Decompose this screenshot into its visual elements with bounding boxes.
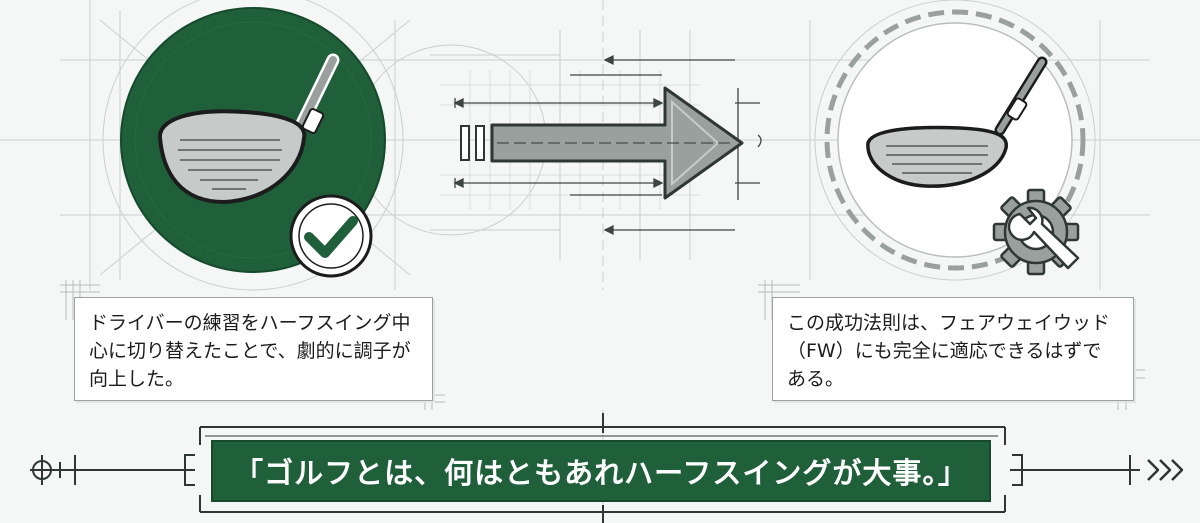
chevrons-right-icon [1147,459,1184,481]
left-description-card: ドライバーの練習をハーフスイング中心に切り替えたことで、劇的に調子が向上した。 [74,297,433,401]
right-description-text: この成功法則は、フェアウェイウッド（FW）にも完全に適応できるはずである。 [787,312,1111,390]
left-description-text: ドライバーの練習をハーフスイング中心に切り替えたことで、劇的に調子が向上した。 [89,312,411,390]
banner-frame [74,413,1140,523]
driver-club-icon [157,53,340,205]
right-description-card: この成功法則は、フェアウェイウッド（FW）にも完全に適応できるはずである。 [772,297,1134,401]
quote-banner: 「ゴルフとは、何はともあれハーフスイングが大事。」 [211,440,991,502]
checkmark-icon [289,194,373,278]
dimension-lines [453,54,762,236]
driver-badge [120,7,386,278]
fairway-wood-badge [824,9,1086,276]
gear-wrench-icon [992,188,1080,276]
fairway-wood-club-icon [866,56,1048,188]
crosshair-icon [30,455,75,485]
right-arrow-icon [460,86,744,200]
quote-text: 「ゴルフとは、何はともあれハーフスイングが大事。」 [234,456,968,490]
